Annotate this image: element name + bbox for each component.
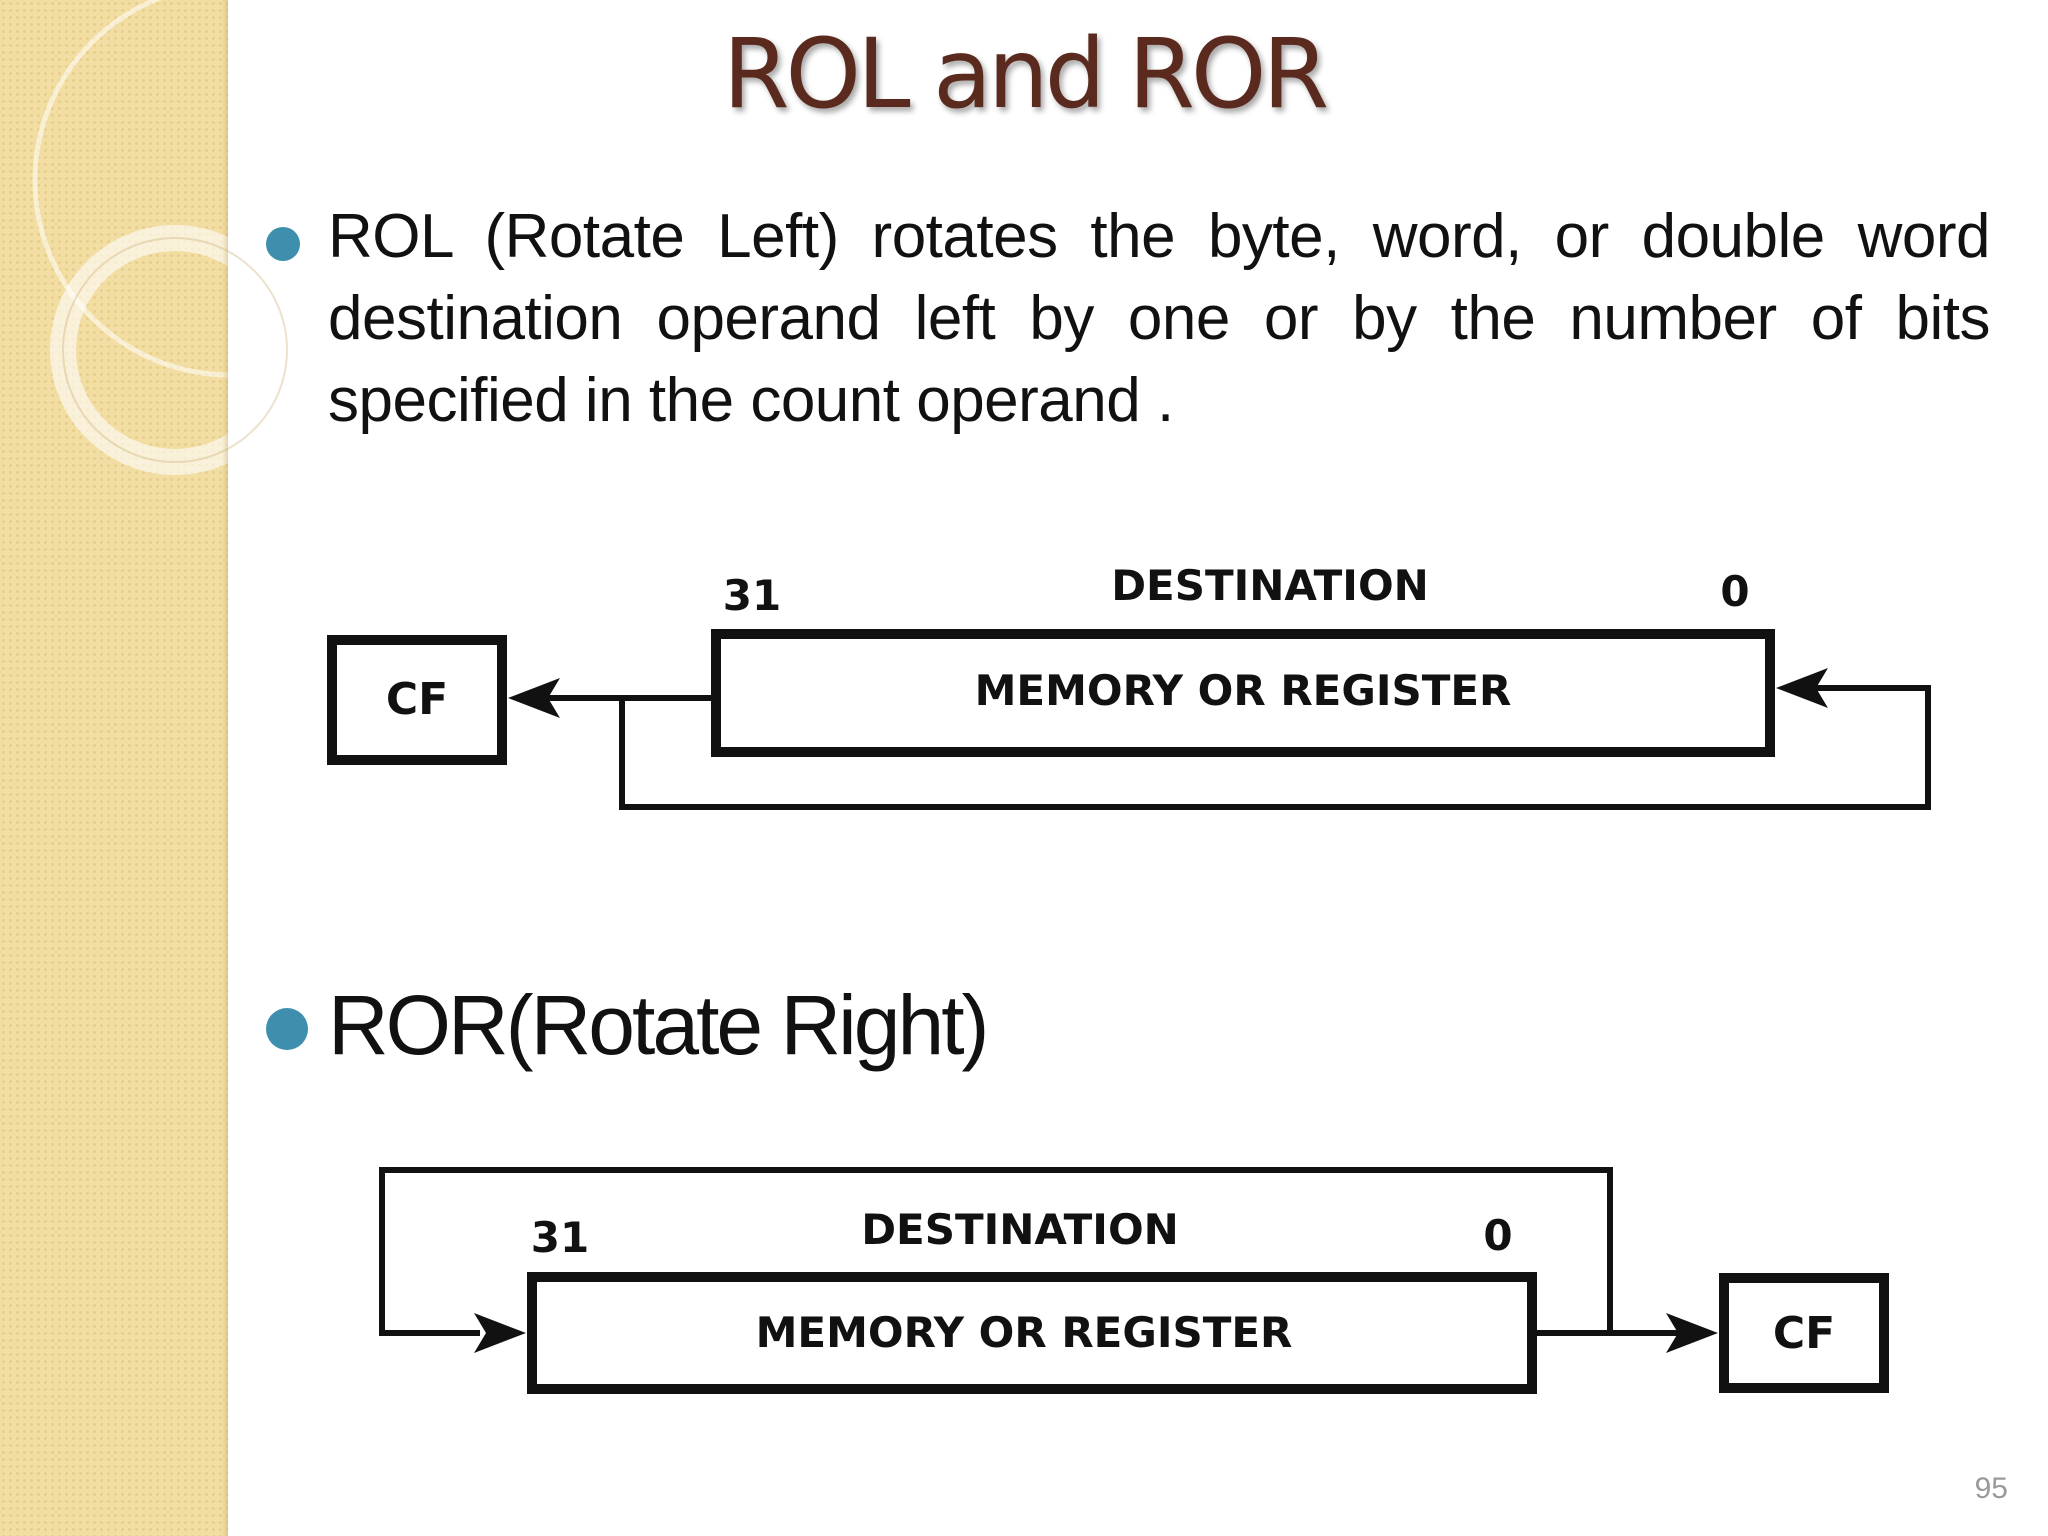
rol-arrowhead-cf — [508, 678, 560, 718]
rol-diagram: CF MEMORY OR REGISTER 31 DESTINATION 0 — [327, 561, 1931, 810]
page-number: 95 — [1974, 1472, 2008, 1505]
decorative-rings — [32, 0, 300, 475]
rol-box-label: MEMORY OR REGISTER — [975, 666, 1512, 715]
rol-heading: DESTINATION — [1111, 561, 1429, 610]
ror-arrowhead-cf — [1666, 1313, 1718, 1353]
rol-loop-line — [619, 685, 1931, 810]
ror-msb-label: 31 — [531, 1213, 589, 1262]
ror-box-label: MEMORY OR REGISTER — [756, 1308, 1293, 1357]
bullet-ror-text: ROR(Rotate Right) — [328, 978, 990, 1072]
ror-lsb-label: 0 — [1483, 1211, 1512, 1260]
rol-carry-box — [327, 635, 507, 765]
rol-carry-label: CF — [386, 674, 448, 725]
ror-loop-line — [379, 1167, 1613, 1336]
rol-lsb-label: 0 — [1720, 567, 1749, 616]
ror-arrowhead-dest — [474, 1313, 526, 1353]
bullet-rol-text: ROL (Rotate Left) rotates the byte, word… — [328, 202, 1991, 435]
rol-arrowhead-dest — [1776, 668, 1828, 708]
ror-carry-box — [1719, 1273, 1889, 1393]
rol-msb-label: 31 — [723, 571, 781, 620]
ror-heading: DESTINATION — [861, 1205, 1179, 1254]
ror-carry-label: CF — [1773, 1308, 1835, 1359]
bullet-icon — [266, 1008, 308, 1050]
slide-title: ROL and ROR — [722, 18, 1329, 130]
slide-sidebar — [0, 0, 300, 1536]
rol-destination-box — [711, 629, 1775, 757]
ror-diagram: MEMORY OR REGISTER 31 DESTINATION 0 CF — [379, 1167, 1889, 1394]
bullet-icon — [266, 227, 300, 261]
